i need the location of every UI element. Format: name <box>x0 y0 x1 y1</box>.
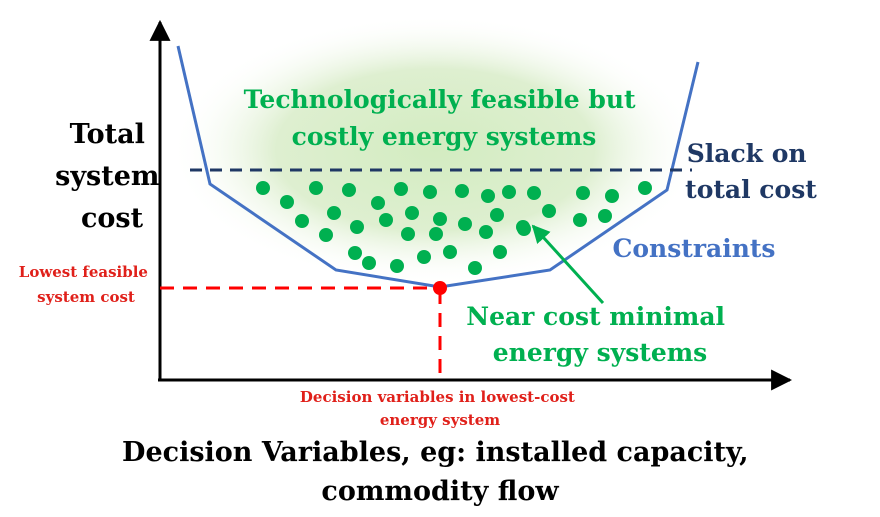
near-optimal-dot <box>423 185 437 199</box>
near-optimal-dot <box>455 184 469 198</box>
near-optimal-dot <box>401 227 415 241</box>
near-optimal-dot <box>542 204 556 218</box>
near-optimal-dot <box>327 206 341 220</box>
feasible-region-label: Technologically feasible but costly ener… <box>244 85 645 151</box>
near-optimal-dot <box>576 186 590 200</box>
near-optimal-dot <box>394 182 408 196</box>
near-optimal-dots <box>256 181 652 275</box>
near-optimal-dot <box>433 212 447 226</box>
near-optimal-dot <box>350 220 364 234</box>
near-optimal-dot <box>517 222 531 236</box>
near-optimal-dot <box>362 256 376 270</box>
y-axis-label: Total system cost <box>55 119 169 234</box>
x-axis-label: Decision Variables, eg: installed capaci… <box>122 437 758 507</box>
near-optimal-dot <box>468 261 482 275</box>
near-optimal-dot <box>390 259 404 273</box>
near-optimal-dot <box>379 213 393 227</box>
near-optimal-dot <box>405 206 419 220</box>
near-optimal-dot <box>490 208 504 222</box>
near-optimal-dot <box>417 250 431 264</box>
near-optimal-dot <box>458 217 472 231</box>
near-optimal-dot <box>605 189 619 203</box>
near-optimal-dot <box>309 181 323 195</box>
near-optimal-dot <box>342 183 356 197</box>
constraints-label: Constraints <box>612 234 775 263</box>
near-optimal-dot <box>429 227 443 241</box>
near-optimal-dot <box>493 245 507 259</box>
near-optimal-dot <box>319 228 333 242</box>
near-optimal-dot <box>598 209 612 223</box>
near-optimal-dot <box>502 185 516 199</box>
near-optimal-dot <box>527 186 541 200</box>
near-optimal-dot <box>443 245 457 259</box>
near-optimal-label: Near cost minimal energy systems <box>466 302 734 367</box>
near-optimal-dot <box>256 181 270 195</box>
lowest-cost-label: Lowest feasible system cost <box>19 263 153 306</box>
near-optimal-arrow <box>531 224 605 305</box>
optimum-point <box>433 281 447 295</box>
near-optimal-dot <box>280 195 294 209</box>
decision-lowest-label: Decision variables in lowest-cost energy… <box>300 388 580 429</box>
near-optimal-dot <box>481 189 495 203</box>
near-optimal-dot <box>371 196 385 210</box>
near-optimal-dot <box>348 246 362 260</box>
near-optimal-dot <box>573 213 587 227</box>
slack-label: Slack on total cost <box>685 139 817 204</box>
near-optimal-dot <box>479 225 493 239</box>
near-optimal-dot <box>638 181 652 195</box>
near-optimal-dot <box>295 214 309 228</box>
